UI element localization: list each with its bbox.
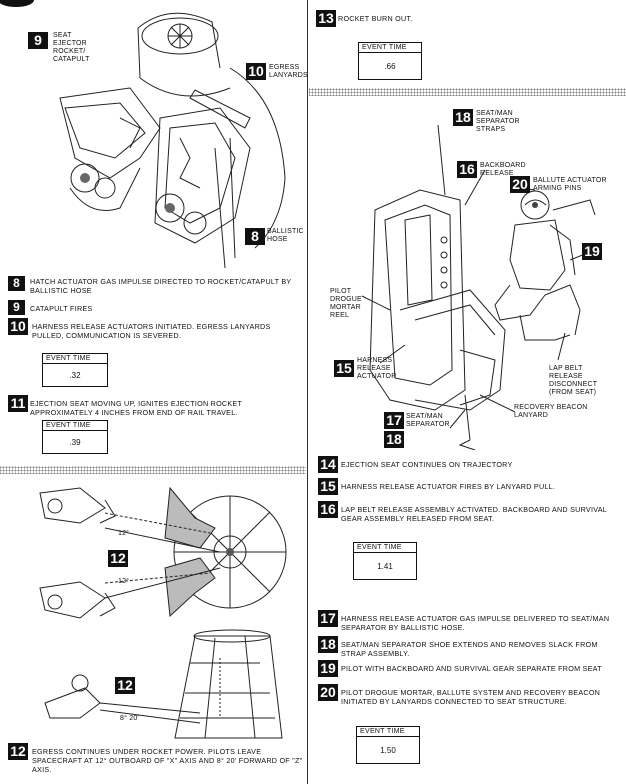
event-time-box-3: EVENT TIME .66 xyxy=(358,42,422,80)
step-14-badge: 14 xyxy=(318,456,338,473)
callout-9-badge: 9 xyxy=(28,32,48,49)
corner-fragment xyxy=(0,0,34,7)
step-12-text: EGRESS CONTINUES UNDER ROCKET POWER. PIL… xyxy=(32,747,303,774)
step-14-text: EJECTION SEAT CONTINUES ON TRAJECTORY xyxy=(341,460,513,469)
step-9-text: CATAPULT FIRES xyxy=(30,304,93,313)
event-time-box-1: EVENT TIME .32 xyxy=(42,353,108,387)
seat-separation-illustration xyxy=(320,110,620,450)
step-17-badge: 17 xyxy=(318,610,338,627)
event-time-label: EVENT TIME xyxy=(359,43,421,53)
step-18-text: SEAT/MAN SEPARATOR SHOE EXTENDS AND REMO… xyxy=(341,640,598,658)
event-time-value: .39 xyxy=(69,438,81,447)
step-20-badge: 20 xyxy=(318,684,338,701)
event-time-label: EVENT TIME xyxy=(43,354,107,364)
drogue-label: PILOT DROGUE MORTAR REEL xyxy=(330,288,362,319)
step-10-badge: 10 xyxy=(8,318,28,335)
step-16-badge: 16 xyxy=(318,501,338,518)
step-11-badge: 11 xyxy=(8,395,28,412)
egress-trajectory-illustration xyxy=(20,478,305,744)
event-time-box-2: EVENT TIME .39 xyxy=(42,420,108,454)
callout-18b-badge: 18 xyxy=(384,431,404,448)
event-time-value: .66 xyxy=(384,62,396,71)
callout-17-label: SEAT/MAN SEPARATOR xyxy=(406,413,450,428)
callout-12-badge: 12 xyxy=(108,550,128,567)
step-15-text: HARNESS RELEASE ACTUATOR FIRES BY LANYAR… xyxy=(341,482,556,491)
step-8-text: HATCH ACTUATOR GAS IMPULSE DIRECTED TO R… xyxy=(30,277,292,295)
right-section-divider xyxy=(309,88,626,96)
event-time-label: EVENT TIME xyxy=(357,727,419,737)
step-16-text: LAP BELT RELEASE ASSEMBLY ACTIVATED. BAC… xyxy=(341,505,607,523)
event-time-value: 1.50 xyxy=(380,746,396,755)
event-time-value: 1.41 xyxy=(377,562,393,571)
lap-belt-label: LAP BELT RELEASE DISCONNECT (FROM SEAT) xyxy=(549,365,598,396)
callout-10-badge: 10 xyxy=(246,63,266,80)
step-18-badge: 18 xyxy=(318,636,338,653)
event-time-label: EVENT TIME xyxy=(43,421,107,431)
callout-16-badge: 16 xyxy=(457,161,477,178)
callout-10-label: EGRESS LANYARDS xyxy=(269,64,308,79)
step-15-badge: 15 xyxy=(318,478,338,495)
callout-12-badge-2: 12 xyxy=(115,677,135,694)
step-20-text: PILOT DROGUE MORTAR, BALLUTE SYSTEM AND … xyxy=(341,688,601,706)
left-section-divider xyxy=(0,466,306,474)
event-time-value: .32 xyxy=(69,371,81,380)
event-time-label: EVENT TIME xyxy=(354,543,416,553)
seat-ejection-illustration xyxy=(20,8,305,270)
angle-label-bottom: 12° xyxy=(118,578,130,585)
step-12-badge: 12 xyxy=(8,743,28,760)
callout-8-label: BALLISTIC HOSE xyxy=(267,228,304,243)
step-11-text: EJECTION SEAT MOVING UP, IGNITES EJECTIO… xyxy=(30,399,242,417)
callout-15-label: HARNESS RELEASE ACTUATOR xyxy=(357,357,397,380)
column-divider xyxy=(307,0,308,784)
step-19-text: PILOT WITH BACKBOARD AND SURVIVAL GEAR S… xyxy=(341,664,602,673)
callout-18-badge: 18 xyxy=(453,109,473,126)
angle-label-forward: 8° 20' xyxy=(120,715,139,722)
event-time-box-4: EVENT TIME 1.41 xyxy=(353,542,417,580)
callout-9-label: SEAT EJECTOR ROCKET/ CATAPULT xyxy=(53,32,90,63)
step-13-badge: 13 xyxy=(316,10,336,27)
callout-19-badge: 19 xyxy=(582,243,602,260)
step-9-badge: 9 xyxy=(8,300,25,315)
angle-label-top: 12° xyxy=(118,530,130,537)
event-time-box-5: EVENT TIME 1.50 xyxy=(356,726,420,764)
callout-20-label: BALLUTE ACTUATOR ARMING PINS xyxy=(533,177,607,192)
callout-17-badge: 17 xyxy=(384,412,404,429)
step-8-badge: 8 xyxy=(8,276,25,291)
step-13-text: ROCKET BURN OUT. xyxy=(338,14,413,23)
callout-16-label: BACKBOARD RELEASE xyxy=(480,162,526,177)
callout-20-badge: 20 xyxy=(510,176,530,193)
callout-18-label: SEAT/MAN SEPARATOR STRAPS xyxy=(476,110,520,133)
step-10-text: HARNESS RELEASE ACTUATORS INITIATED. EGR… xyxy=(32,322,271,340)
callout-15-badge: 15 xyxy=(334,360,354,377)
beacon-label: RECOVERY BEACON LANYARD xyxy=(514,404,588,419)
step-17-text: HARNESS RELEASE ACTUATOR GAS IMPULSE DEL… xyxy=(341,614,610,632)
step-19-badge: 19 xyxy=(318,660,338,677)
callout-8-badge: 8 xyxy=(245,228,265,245)
